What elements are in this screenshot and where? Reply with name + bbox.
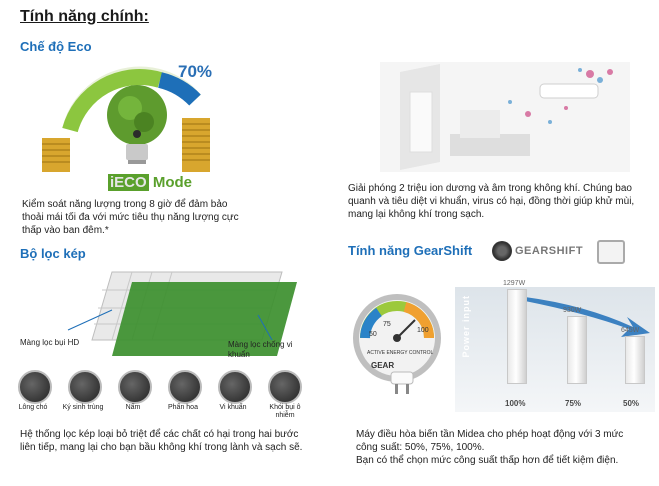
power-trend-svg [525,297,650,337]
contaminant-label: Lông chó [18,404,48,411]
bar-category-label: 100% [505,399,526,408]
coin-stack-right [182,118,210,172]
filter-heading: Bộ lọc kép [20,246,86,261]
coin-stack-left [42,138,70,172]
contaminant-label: Nấm [125,404,141,411]
page-title: Tính năng chính: [20,8,149,25]
gauge-tick: 75 [383,321,391,328]
gearshift-badge-text: GEARSHIFT [515,245,584,257]
eco-logo-suffix: Mode [152,174,193,191]
gauge-svg: 75 50 100 ACTIVE ENERGY CONTROL GEAR [353,294,441,394]
eco-description: Kiểm soát năng lượng trong 8 giờ để đảm … [22,199,239,236]
gearshift-badge: GEARSHIFT [492,240,583,262]
gauge-caption: ACTIVE ENERGY CONTROL [367,350,434,356]
contaminant-label: Khói bụi ô nhiễm [269,404,301,419]
plug [390,371,414,385]
eco-mode-logo: iECO Mode [108,174,192,191]
contaminant-label: Phấn hoa [168,404,198,411]
gearshift-heading: Tính năng GearShift [348,243,473,258]
gauge-brand: GEAR [371,361,394,370]
contaminant-row: Lông chó Ký sinh trùng Nấm Phấn hoa Vi k… [16,370,306,419]
bar-value-label: 645W [621,326,640,334]
contaminant-label: Vi khuẩn [219,404,247,411]
power-input-chart: Power input 1297W 100% 930W 75% 645W 50% [455,280,655,412]
bar-value-label: 1297W [503,280,526,288]
gearshift-description: Máy điều hòa biến tần Midea cho phép hoạ… [356,429,624,466]
gauge-tick: 100 [417,327,429,334]
chart-y-axis-label: Power input [461,295,471,358]
gauge-tick: 50 [369,331,377,338]
filter-svg [67,271,297,356]
eco-illustration [40,60,240,190]
ion-room-svg [380,62,630,172]
power-bar [625,335,645,384]
display-icon [597,240,625,264]
power-bar [507,289,527,384]
filter-description: Hệ thống lọc kép loại bỏ triệt để các ch… [20,429,303,453]
eco-progress-arc [62,69,163,133]
ion-description: Giải phóng 2 triệu ion dương và âm trong… [348,183,635,220]
eco-logo-prefix: iECO [108,174,149,191]
decreasing-arrow [525,297,650,337]
dog-hair-icon [18,370,52,404]
power-bar [567,315,587,384]
antibacterial-filter-label: Màng lọc chống vi khuẩn [228,340,293,359]
smoke-pollution-icon [268,370,302,404]
eco-percent: 70% [178,62,213,81]
ac-unit [539,83,599,99]
bar-value-label: 930W [563,306,582,314]
bar-category-label: 50% [623,399,640,408]
fungus-icon [118,370,152,404]
hd-filter-label: Màng lọc bụi HD [20,338,80,347]
pollen-icon [168,370,202,404]
bar-category-label: 75% [565,399,582,408]
energy-gauge: 75 50 100 ACTIVE ENERGY CONTROL GEAR [345,292,465,402]
parasite-icon [68,370,102,404]
eco-graphic-svg [42,66,210,172]
eco-heading: Chế độ Eco [20,39,92,54]
bacteria-icon [218,370,252,404]
double-filter-illustration [22,270,322,358]
antibacterial-layer [112,282,297,356]
gear-icon [492,241,512,261]
ion-room-illustration [380,62,630,172]
contaminant-label: Ký sinh trùng [62,404,104,411]
